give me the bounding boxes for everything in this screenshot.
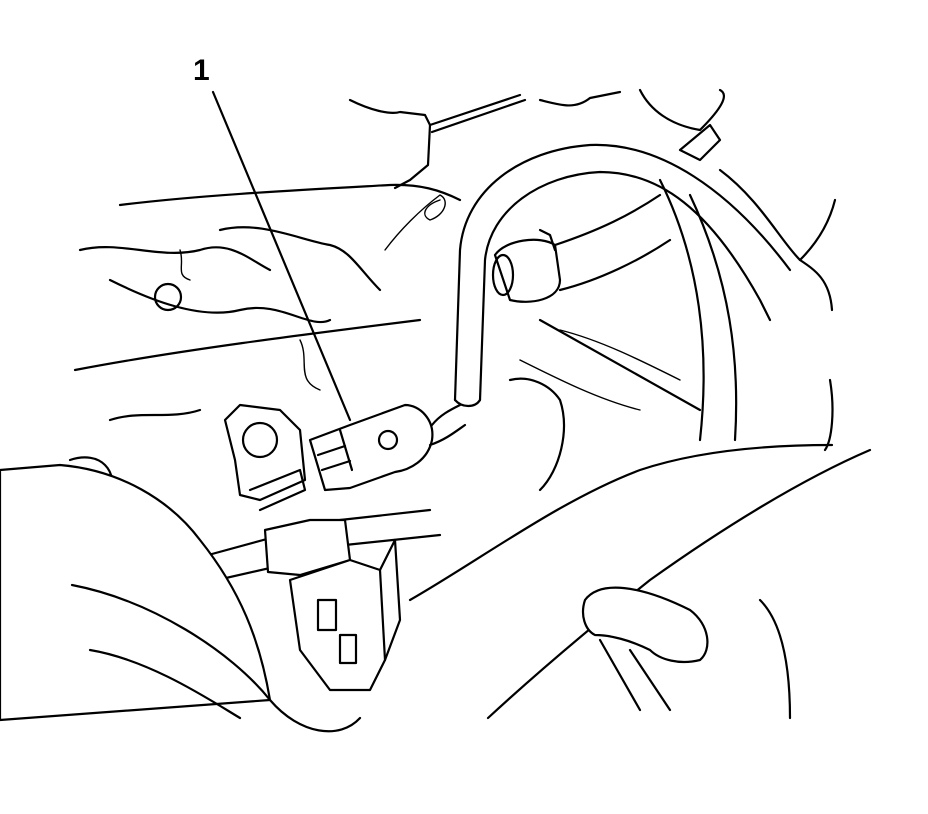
sensor-connector — [308, 403, 467, 492]
harness-connector — [263, 518, 402, 692]
hose-coupling — [491, 193, 672, 303]
engine-block — [68, 183, 462, 502]
upper-bracket — [348, 88, 725, 190]
curved-hose — [453, 143, 792, 442]
callout-label-1: 1 — [193, 54, 210, 87]
wire-clip — [384, 194, 446, 251]
foreground-shroud — [0, 443, 872, 733]
callout-leader-1 — [211, 90, 352, 422]
right-components — [508, 168, 837, 492]
